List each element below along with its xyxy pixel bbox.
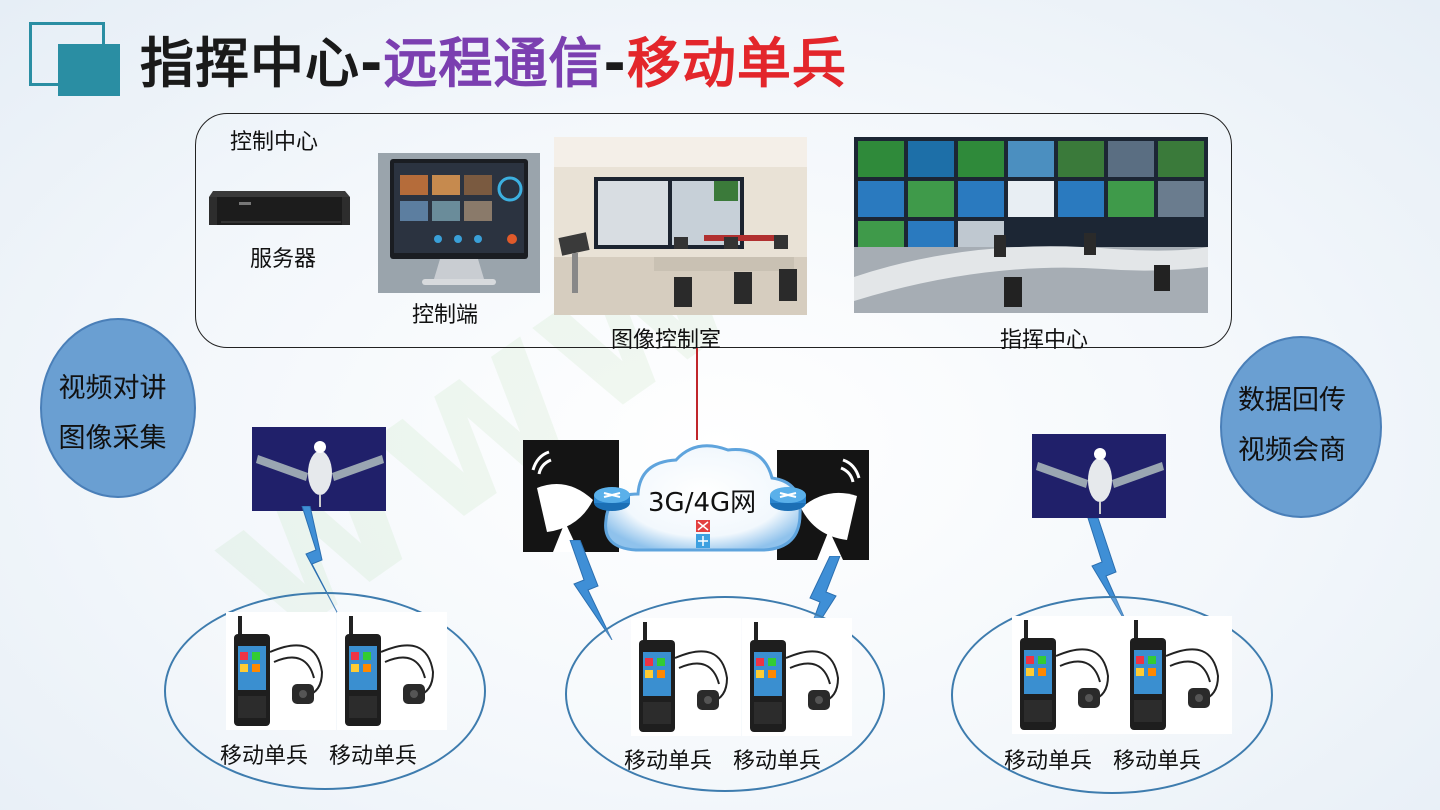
left-feature-bubble xyxy=(40,318,196,498)
feature-video-intercom: 视频对讲 xyxy=(58,373,167,404)
router-left-icon xyxy=(592,485,632,513)
lightning-bolt-left-icon xyxy=(294,505,344,616)
satellite-right-image xyxy=(1032,434,1166,518)
group-center-unit-1-label: 移动单兵 xyxy=(624,749,713,774)
mobile-terminal-image xyxy=(1122,616,1232,734)
mobile-terminal-image xyxy=(226,612,336,730)
server-image xyxy=(209,183,350,228)
feature-video-conference: 视频会商 xyxy=(1238,435,1346,466)
satellite-left-image xyxy=(252,427,386,511)
left-feature-text: 视频对讲 图像采集 xyxy=(50,364,175,464)
mobile-terminal-image xyxy=(1012,616,1122,734)
mobile-terminal-image xyxy=(337,612,447,730)
group-center-unit-2-label: 移动单兵 xyxy=(733,749,822,774)
console-monitor-image xyxy=(378,153,540,293)
group-left-unit-2-label: 移动单兵 xyxy=(329,744,418,769)
image-control-room-photo xyxy=(554,137,807,315)
title-part-mobile: 移动单兵 xyxy=(626,32,847,95)
server-label: 服务器 xyxy=(250,247,317,272)
feature-data-return: 数据回传 xyxy=(1238,385,1346,416)
satellite-dish-right-icon xyxy=(777,450,869,560)
network-label: 3G/4G网 xyxy=(648,488,757,518)
title-part-remote: 远程通信 xyxy=(383,32,604,95)
image-room-label: 图像控制室 xyxy=(611,328,722,353)
feature-image-capture: 图像采集 xyxy=(58,423,167,454)
mobile-terminal-image xyxy=(631,618,741,736)
group-left-unit-1-label: 移动单兵 xyxy=(220,744,309,769)
control-center-label: 控制中心 xyxy=(230,130,319,155)
page-title: 指挥中心-远程通信-移动单兵 xyxy=(140,34,847,93)
control-center-box xyxy=(195,113,1232,348)
mobile-terminal-image xyxy=(742,618,852,736)
command-center-label: 指挥中心 xyxy=(1000,328,1089,353)
router-right-icon xyxy=(768,485,808,513)
command-center-photo xyxy=(854,137,1208,313)
lightning-bolt-center-left-icon xyxy=(566,539,616,641)
connection-line xyxy=(696,348,698,440)
title-part-command: 指挥中心- xyxy=(140,32,384,95)
network-cloud-icon xyxy=(596,432,806,570)
group-right-unit-1-label: 移动单兵 xyxy=(1004,749,1093,774)
right-feature-text: 数据回传 视频会商 xyxy=(1232,376,1352,476)
title-part-dash: - xyxy=(603,32,627,95)
title-decoration-square xyxy=(58,44,120,96)
console-label: 控制端 xyxy=(412,303,479,328)
right-feature-bubble xyxy=(1220,336,1382,518)
group-right-unit-2-label: 移动单兵 xyxy=(1113,749,1202,774)
